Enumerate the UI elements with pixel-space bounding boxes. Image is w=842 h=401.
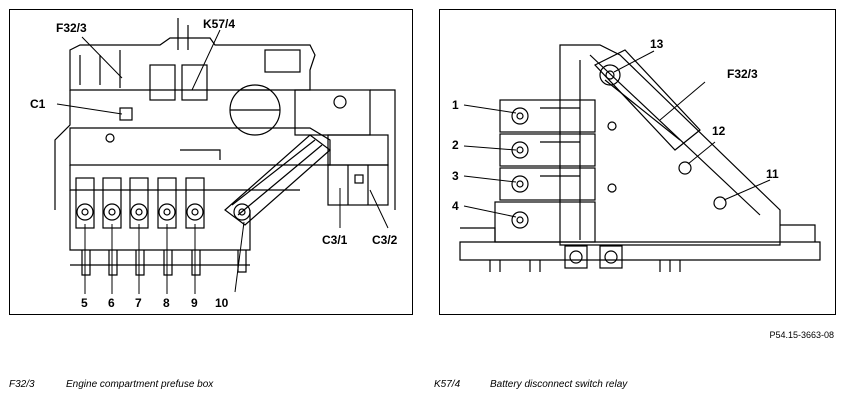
label-11: 11 — [766, 167, 779, 181]
label-1: 1 — [452, 98, 459, 112]
legend-code-k57-4: K57/4 — [434, 379, 461, 390]
label-13: 13 — [650, 37, 664, 51]
label-7: 7 — [135, 296, 142, 310]
label-f32-3: F32/3 — [56, 21, 87, 35]
label-8: 8 — [163, 296, 170, 310]
right-component-drawing: 13 F32/3 1 2 3 4 12 11 — [452, 37, 821, 272]
left-component-drawing: F32/3 K57/4 C1 C3/1 C3/2 5 6 7 8 9 10 — [30, 17, 398, 310]
label-c1: C1 — [30, 97, 46, 111]
label-6: 6 — [108, 296, 115, 310]
label-3: 3 — [452, 169, 459, 183]
left-figure-panel: F32/3 K57/4 C1 C3/1 C3/2 5 6 7 8 9 10 — [9, 9, 413, 315]
label-10: 10 — [215, 296, 229, 310]
figure-reference: P54.15-3663-08 — [769, 330, 834, 340]
label-k57-4: K57/4 — [203, 17, 235, 31]
label-9: 9 — [191, 296, 198, 310]
label-2: 2 — [452, 138, 459, 152]
label-12: 12 — [712, 124, 726, 138]
label-4: 4 — [452, 199, 459, 213]
label-c3-2: C3/2 — [372, 233, 398, 247]
legend-desc-k57-4: Battery disconnect switch relay — [490, 379, 628, 390]
legend-desc-f32-3: Engine compartment prefuse box — [66, 379, 214, 390]
label-c3-1: C3/1 — [322, 233, 348, 247]
right-figure-panel: 13 F32/3 1 2 3 4 12 11 — [439, 9, 836, 315]
legend-code-f32-3: F32/3 — [9, 379, 35, 390]
label-5: 5 — [81, 296, 88, 310]
label-f32-3-right: F32/3 — [727, 67, 758, 81]
